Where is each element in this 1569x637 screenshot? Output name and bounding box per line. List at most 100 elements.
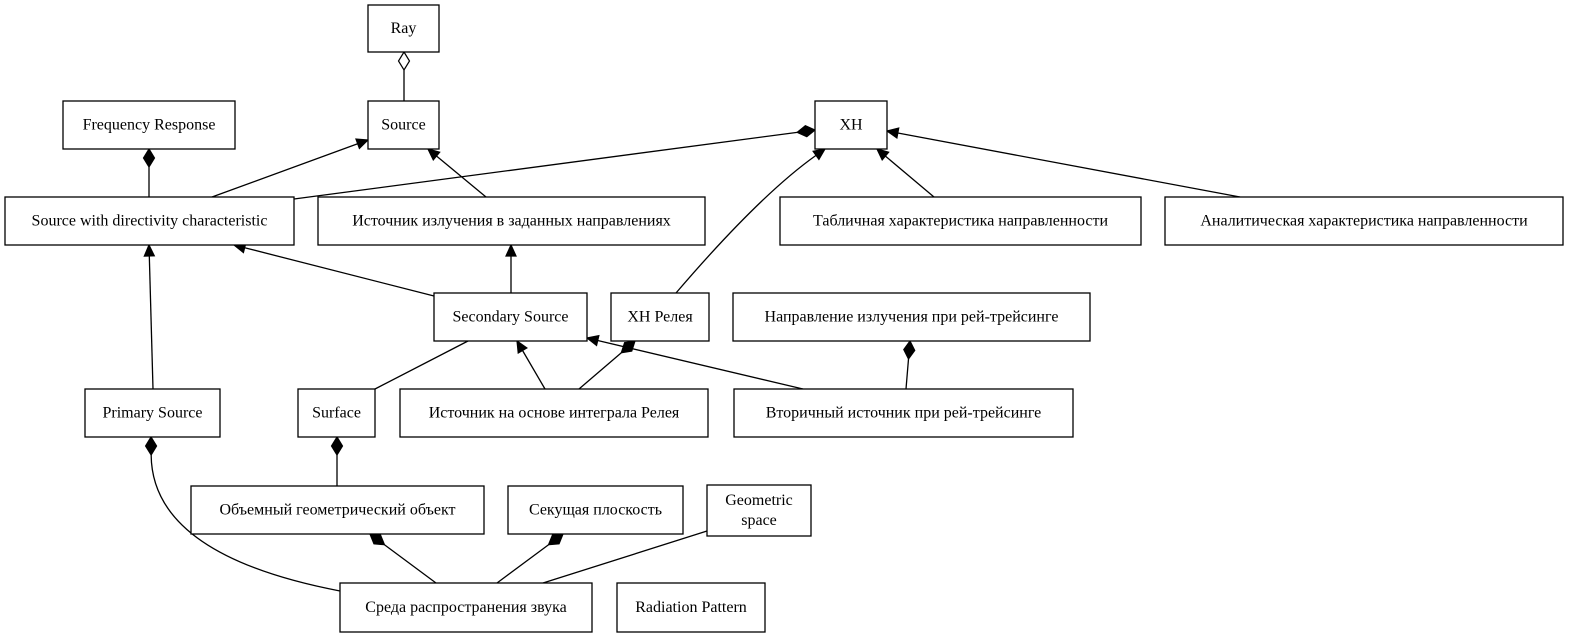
node-napr: Направление излучения при рей-трейсинге [732,292,1091,342]
edge-line [884,155,935,198]
node-box [814,100,888,150]
edge-surf-to-sec [374,340,469,390]
filled-diamond-head [144,435,158,457]
filled-diamond-head [330,435,344,457]
arrowhead [426,148,441,161]
edge-line [496,544,549,584]
node-box [399,388,709,438]
edge-line [597,339,804,390]
edge-line [578,352,622,390]
edge-anal-to-xh [885,127,1241,198]
edge-tab-to-xh [875,148,935,198]
node-label: space [741,512,777,529]
edge-line [211,143,358,198]
edge-line [148,255,154,390]
arrowhead [875,148,890,162]
edge-sec-to-swd [232,242,435,297]
node-label: Ray [391,20,417,37]
edge-line [436,155,487,198]
node-label: Вторичный источник при рей-трейсинге [766,405,1042,422]
node-label: Geometric [725,492,793,509]
node-box [84,388,221,438]
node-box [62,100,236,150]
node-anal: Аналитическая характеристика направленно… [1164,196,1564,246]
open-diamond-head [397,50,411,72]
node-ray: Ray [367,4,440,53]
filled-diamond-head [142,147,156,169]
edge-prim-to-swd [143,243,156,390]
node-box [339,582,593,633]
edge-swd-to-freq [142,147,156,197]
edge-line [897,132,1241,198]
edge-source-to-ray [397,50,411,101]
edge-obj-to-surf [330,435,344,486]
arrowhead [143,243,156,257]
edge-swd-to-source [211,138,370,198]
edge-line [905,358,910,390]
edge-ist_int-to-xhr [578,340,636,390]
node-label: Табличная характеристика направленности [813,213,1109,230]
node-box [616,582,766,633]
node-box [610,292,710,342]
node-box [779,196,1142,246]
node-box [190,485,485,535]
node-sec: Secondary Source [433,292,588,342]
arrowhead [355,138,370,150]
edge-vtor-to-sec [585,334,804,390]
edge-swd-to-xh [293,125,817,200]
edge-line [150,454,341,592]
arrowhead [505,243,517,257]
filled-diamond-head [547,533,564,546]
edge-sreda-to-sek [496,533,564,584]
node-sreda: Среда распространения звука [339,582,593,633]
edge-ist_int-to-sec [516,339,546,390]
arrowhead [812,148,827,161]
edge-line [293,131,798,200]
node-ist_int: Источник на основе интеграла Релея [399,388,709,438]
arrowhead [585,334,600,347]
node-sek: Секущая плоскость [507,485,684,535]
arrowhead [885,127,900,139]
edges-layer [142,50,1241,592]
node-swd: Source with directivity characteristic [4,196,295,246]
node-geo: Geometric space [706,484,812,537]
node-label: Источник излучения в заданных направлени… [352,213,671,230]
edge-sreda-to-obj [369,533,437,584]
node-box [367,100,440,150]
filled-diamond-head [796,125,817,138]
edge-ist_dir-to-source [426,148,487,198]
arrowhead [516,339,528,355]
edge-sec-to-ist_dir [505,243,517,293]
node-label: Объемный геометрический объект [219,502,455,519]
node-label: Источник на основе интеграла Релея [429,405,680,422]
node-ist_dir: Источник излучения в заданных направлени… [317,196,706,246]
node-box [4,196,295,246]
node-label: Source with directivity characteristic [32,213,268,230]
node-label: Направление излучения при рей-трейсинге [765,309,1059,326]
node-label: Surface [312,405,361,422]
filled-diamond-head [369,533,386,546]
node-label: Secondary Source [453,309,569,326]
node-label: Source [381,117,425,134]
edge-line [521,350,546,390]
filled-diamond-head [620,340,636,354]
node-vtor: Вторичный источник при рей-трейсинге [733,388,1074,438]
node-label: Аналитическая характеристика направленно… [1200,213,1528,230]
edge-vtor-to-napr [903,339,916,390]
node-box [433,292,588,342]
node-source: Source [367,100,440,150]
node-freq: Frequency Response [62,100,236,150]
node-box [733,388,1074,438]
node-prim: Primary Source [84,388,221,438]
node-box [732,292,1091,342]
node-tab: Табличная характеристика направленности [779,196,1142,246]
node-label: XH [839,117,863,134]
node-label: Primary Source [103,405,203,422]
node-label: Среда распространения звука [365,599,566,616]
node-xhr: XH Релея [610,292,710,342]
node-box [297,388,376,438]
node-rad: Radiation Pattern [616,582,766,633]
node-label: Frequency Response [83,117,216,134]
